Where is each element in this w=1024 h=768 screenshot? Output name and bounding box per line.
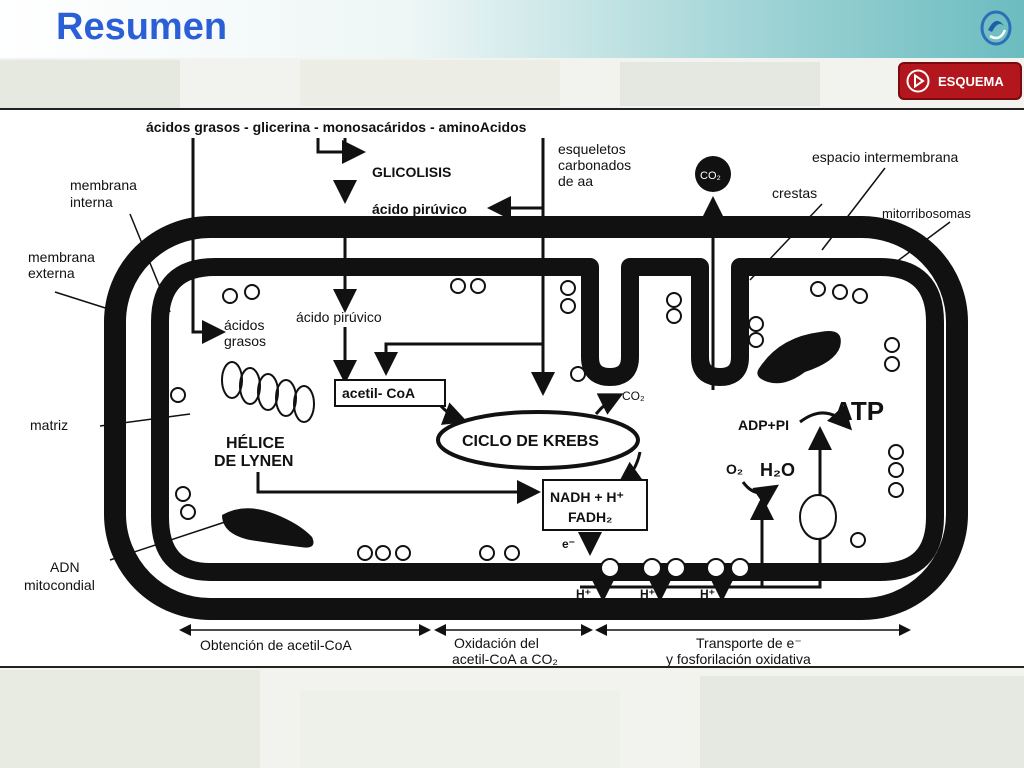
leader-lines [54, 167, 951, 561]
lynen-helix [221, 361, 315, 423]
esqueletos-label-1: esqueletos [558, 141, 626, 157]
co2-bubble-label: CO₂ [700, 170, 721, 182]
membrana-interna-label-1: membrana [70, 177, 137, 193]
crestas-label: crestas [772, 185, 817, 201]
matriz-label: matriz [30, 417, 68, 433]
stage-2-label-a: Oxidación del [454, 635, 539, 651]
acido-piruvico-inner-label: ácido pirúvico [296, 309, 382, 325]
play-icon [906, 69, 930, 93]
h-plus-label-2: H⁺ [640, 587, 655, 601]
nadh-label: NADH + H⁺ [550, 489, 624, 505]
swirl-logo-icon [980, 10, 1012, 46]
mitorribosomas-label: mitorribosomas [882, 206, 971, 221]
h2o-label: H₂O [760, 460, 795, 480]
esquema-label: ESQUEMA [938, 74, 1004, 89]
espacio-intermembrana-label: espacio intermembrana [812, 149, 959, 165]
glicolisis-label: GLICOLISIS [372, 164, 451, 180]
krebs-cycle-ellipse [436, 410, 640, 470]
acidos-grasos-label-1: ácidos [224, 317, 264, 333]
membrana-interna-label-2: interna [70, 194, 113, 210]
h-plus-label-1: H⁺ [576, 587, 591, 601]
h-plus-label-3: H⁺ [700, 587, 715, 601]
stage-2-label-b: acetil-CoA a CO₂ [452, 651, 558, 666]
helice-label-2: DE LYNEN [214, 453, 293, 470]
stage-3-label-b: y fosforilación oxidativa [666, 651, 811, 666]
stage-1-label: Obtención de acetil-CoA [200, 637, 352, 653]
esqueletos-label-3: de aa [558, 173, 593, 189]
stage-3-label-a: Transporte de e⁻ [696, 635, 802, 651]
mitochondria-diagram: CO₂ ácidos grasos - glicerina - monosacá… [0, 108, 1024, 668]
acetil-coa-box [334, 379, 446, 407]
electron-transport-chain [600, 494, 837, 578]
acidos-grasos-label-2: grasos [224, 333, 266, 349]
slide-title: Resumen [56, 6, 228, 48]
nadh-fadh2-box [542, 479, 648, 531]
ribosomes [170, 278, 904, 561]
membrana-externa-label-1: membrana [28, 249, 95, 265]
esqueletos-label-2: carbonados [558, 157, 631, 173]
membrana-externa-label-2: externa [28, 265, 75, 281]
diagram-svg: CO₂ ácidos grasos - glicerina - monosacá… [24, 119, 971, 666]
slide-header: Resumen [0, 0, 1024, 58]
dna-blob-left [222, 508, 314, 548]
co2-bubble [695, 156, 731, 192]
helice-label-1: HÉLICE [226, 433, 285, 452]
co2-krebs-label: CO₂ [622, 389, 645, 403]
fadh2-label: FADH₂ [568, 509, 612, 525]
inner-membrane [151, 258, 944, 581]
outer-membrane [104, 216, 968, 620]
krebs-cycle-label: CICLO DE KREBS [462, 433, 599, 450]
esquema-button[interactable]: ESQUEMA [898, 62, 1022, 100]
o2-label: O₂ [726, 461, 743, 477]
electron-label: e⁻ [562, 537, 575, 551]
adn-label-2: mitocondial [24, 577, 95, 593]
adn-label-1: ADN [50, 559, 80, 575]
top-sources-label: ácidos grasos - glicerina - monosacárido… [146, 119, 527, 135]
dna-blob-right [757, 331, 841, 384]
acetil-coa-label: acetil- CoA [342, 385, 415, 401]
adp-pi-label: ADP+PI [738, 417, 789, 433]
atp-label: ATP [834, 396, 884, 426]
acido-piruvico-top-label: ácido pirúvico [372, 201, 467, 217]
